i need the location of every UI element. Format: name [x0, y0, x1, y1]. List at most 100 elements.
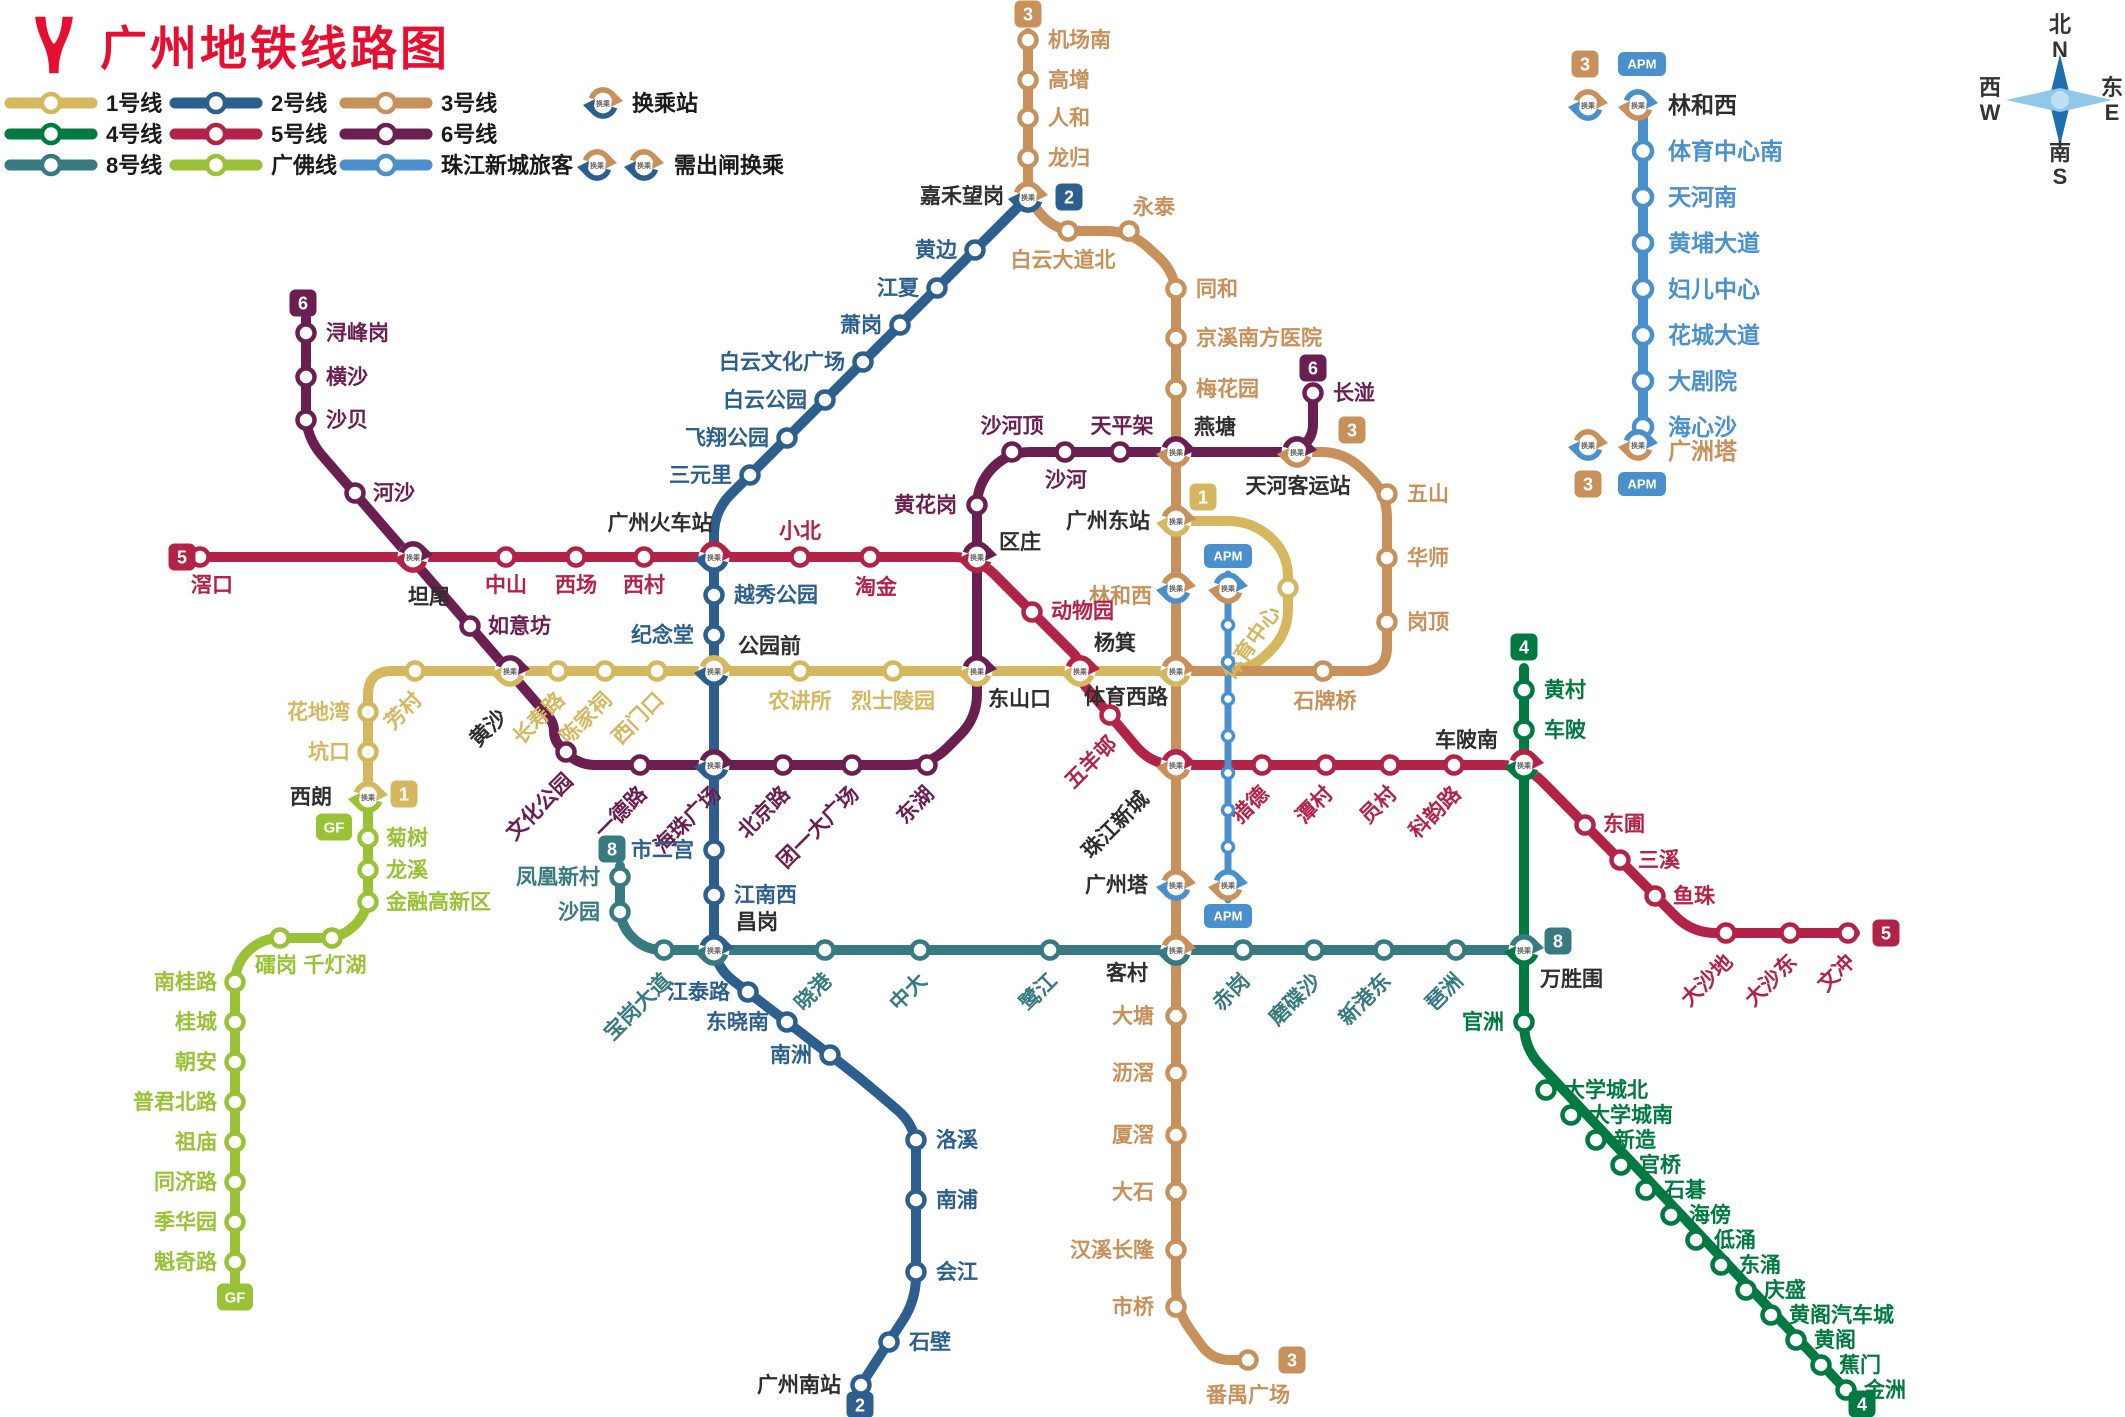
- transfer-arrowhead-b: [1156, 584, 1168, 600]
- transfer-arrowhead-b: [1568, 101, 1580, 117]
- badge-text: APM: [1628, 57, 1657, 72]
- station-dot: [633, 546, 655, 568]
- transfer-icon: 换乘: [1618, 89, 1658, 121]
- station-大学城北: 大学城北: [1535, 1078, 1648, 1102]
- transfer-icon: 换乘: [1156, 869, 1196, 901]
- station-label: 陈家祠: [555, 688, 617, 750]
- transfer-arrowhead-a: [1532, 938, 1544, 954]
- line-badge-APM: APM: [1618, 52, 1666, 76]
- station-label: 河沙: [373, 482, 415, 505]
- station-dot: [905, 1129, 927, 1151]
- legend-item-3号线: 3号线: [339, 91, 497, 116]
- station-apm-5: [1220, 765, 1236, 781]
- station-dot: [1237, 1349, 1259, 1371]
- transfer-icon-label: 换乘: [1581, 441, 1596, 450]
- line-badge-4: 4: [1848, 1390, 1876, 1417]
- station-dot: [964, 239, 986, 261]
- station-label: 林和西: [1668, 92, 1737, 118]
- station-dot: [1585, 1129, 1607, 1151]
- transfer-icon-label: 换乘: [707, 553, 722, 562]
- station-dot: [609, 901, 631, 923]
- line-badge-2: 2: [846, 1391, 874, 1417]
- line-badge-2: 2: [1055, 183, 1083, 211]
- station-label: 三溪: [1638, 849, 1681, 872]
- station-dot: [1118, 220, 1140, 242]
- transfer-icon: 换乘: [1060, 655, 1100, 687]
- station-label: 猎德: [1227, 782, 1274, 829]
- station-dot: [224, 1011, 246, 1033]
- station-体育中心南: 体育中心南: [1631, 138, 1783, 164]
- station-label: 嘉禾望岗: [920, 184, 1004, 208]
- transfer-arrowhead-a: [722, 938, 734, 954]
- station-apm-6: [1220, 802, 1236, 818]
- station-label: 珠江新城: [1077, 787, 1153, 863]
- station-label: 公园前: [738, 634, 801, 658]
- line-badge-6: 6: [1299, 354, 1327, 382]
- station-col-林和西: 换乘: [1568, 89, 1608, 121]
- station-大沙地: 大沙地: [1676, 922, 1738, 1011]
- badge-text: 6: [298, 293, 308, 313]
- station-礌岗: 礌岗: [255, 927, 297, 977]
- line-badge-GF: GF: [316, 813, 352, 841]
- station-dot: [703, 584, 725, 606]
- station-江泰路: 江泰路: [667, 980, 759, 1004]
- transfer-arrowhead-a: [1646, 433, 1658, 449]
- station-dot: [1017, 29, 1039, 51]
- station-普君北路: 普君北路: [133, 1090, 246, 1114]
- station-label: 万胜围: [1539, 968, 1603, 991]
- station-label: 广洲塔: [1668, 438, 1738, 464]
- station-动物园: 动物园: [1021, 599, 1114, 623]
- station-高增: 高增: [1017, 68, 1090, 92]
- station-label: 昌岗: [736, 910, 778, 934]
- station-label: 石碁: [1663, 1179, 1707, 1202]
- station-apm-1: [1220, 617, 1236, 633]
- badge-text: 3: [1347, 420, 1357, 440]
- transfer-arrowhead-b: [1504, 761, 1516, 777]
- transfer-icon: 换乘: [1568, 429, 1608, 461]
- station-dot: [776, 1011, 798, 1033]
- station-河沙: 河沙: [344, 482, 415, 505]
- transfer-arrowhead-b: [1156, 517, 1168, 533]
- transfer-icon: 换乘: [393, 541, 433, 573]
- station-官桥: 官桥: [1610, 1153, 1682, 1177]
- station-沙河顶: 沙河顶: [981, 415, 1044, 463]
- line-badge-APM: APM: [1204, 544, 1252, 568]
- station-label: 天河客运站: [1246, 474, 1351, 498]
- station-label: 沙园: [558, 901, 600, 924]
- station-label: 新港东: [1334, 969, 1396, 1031]
- station-祖庙: 祖庙: [174, 1130, 246, 1154]
- transfer-arrowhead-b: [583, 99, 595, 115]
- station-人和: 人和: [1017, 107, 1090, 130]
- transfer-icon-label: 换乘: [707, 667, 722, 676]
- transfer-icon-label: 换乘: [1221, 584, 1236, 593]
- station-dot: [1220, 728, 1236, 744]
- station-dot: [1017, 147, 1039, 169]
- station-dot: [357, 701, 379, 723]
- station-dot: [1644, 885, 1666, 907]
- line-badge-3: 3: [1278, 1346, 1306, 1374]
- station-菊树: 菊树: [357, 826, 428, 850]
- station-dot: [646, 660, 668, 682]
- station-label: 晓港: [790, 968, 837, 1015]
- station-label: 广州塔: [1085, 873, 1149, 897]
- transfer-icon-label: 换乘: [1169, 448, 1184, 457]
- station-dot: [878, 1331, 900, 1353]
- badge-text: 8: [607, 839, 617, 859]
- transfer-icon: 换乘: [490, 655, 530, 687]
- station-label: 如意坊: [488, 614, 551, 638]
- station-dot: [776, 427, 798, 449]
- station-市桥: 市桥: [1112, 1295, 1187, 1319]
- station-金融高新区: 金融高新区: [357, 890, 491, 914]
- station-滘口: 滘口: [189, 546, 233, 597]
- transfer-icon-label: 换乘: [503, 667, 518, 676]
- station-label: 高增: [1048, 68, 1090, 92]
- transfer-arrowhead-a: [1305, 440, 1317, 456]
- station-dot: [852, 351, 874, 373]
- compass-label-W: W: [1980, 100, 2001, 125]
